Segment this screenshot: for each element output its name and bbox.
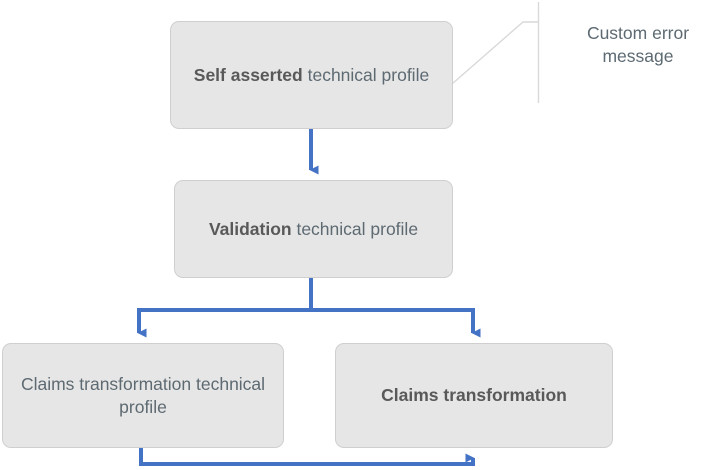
edge-validation-to-claims-boxes: [137, 278, 481, 338]
node-self-asserted-rest: technical profile: [302, 64, 430, 85]
node-validation-rest: technical profile: [291, 218, 419, 239]
node-validation-emphasis: Validation: [208, 218, 292, 239]
node-claims-transformation-label: Claims transformation: [381, 385, 567, 406]
node-validation-label: Validation technical profile: [209, 218, 418, 241]
callout-custom-error-message: Custom error message: [586, 23, 690, 67]
node-claims-transformation[interactable]: Claims transformation: [335, 343, 613, 448]
node-self-asserted-label: Self asserted technical profile: [194, 64, 429, 87]
node-validation-technical-profile[interactable]: Validation technical profile: [174, 180, 453, 278]
node-self-asserted-technical-profile[interactable]: Self asserted technical profile: [170, 21, 453, 129]
node-claims-transformation-technical-profile[interactable]: Claims transformation technical profile: [2, 343, 284, 448]
callout-leader-line: [451, 2, 540, 103]
node-claims-transformation-technical-profile-label: Claims transformation technical profile: [20, 373, 266, 417]
node-self-asserted-emphasis: Self asserted: [193, 64, 303, 85]
edge-claims-tp-to-claims-transformation: [139, 448, 475, 466]
